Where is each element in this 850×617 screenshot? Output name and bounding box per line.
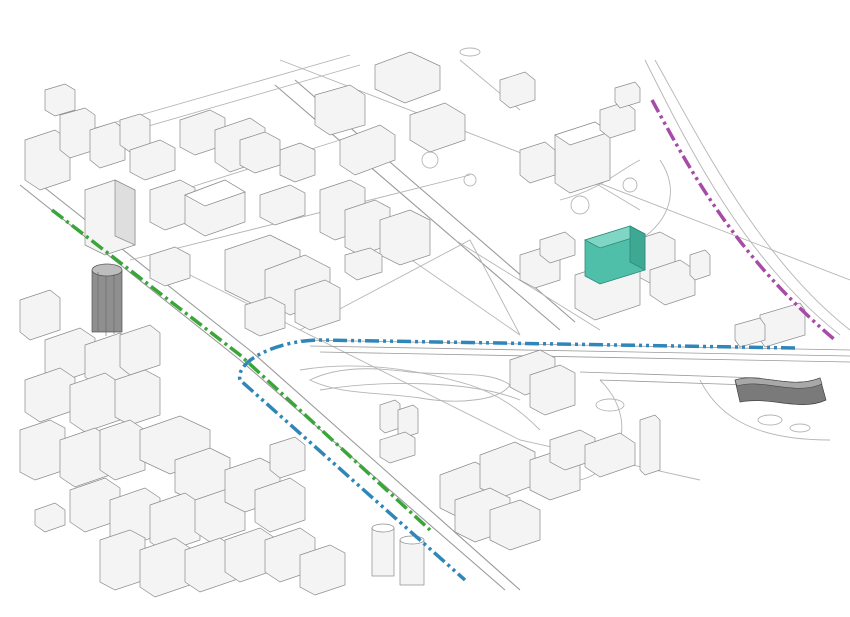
building-cluster-south-center xyxy=(379,349,661,551)
building-cluster-southwest xyxy=(19,289,346,598)
tall-block-left xyxy=(84,179,136,256)
cylindrical-tower xyxy=(91,263,123,336)
building-cluster-northeast xyxy=(374,51,806,348)
tower-pair-south xyxy=(371,523,425,586)
route-purple xyxy=(650,99,837,342)
building-cluster-center-north xyxy=(149,84,431,337)
wave-roof-building xyxy=(734,377,827,433)
route-blue xyxy=(238,338,796,582)
route-green xyxy=(50,208,432,532)
teal-building xyxy=(583,225,647,285)
